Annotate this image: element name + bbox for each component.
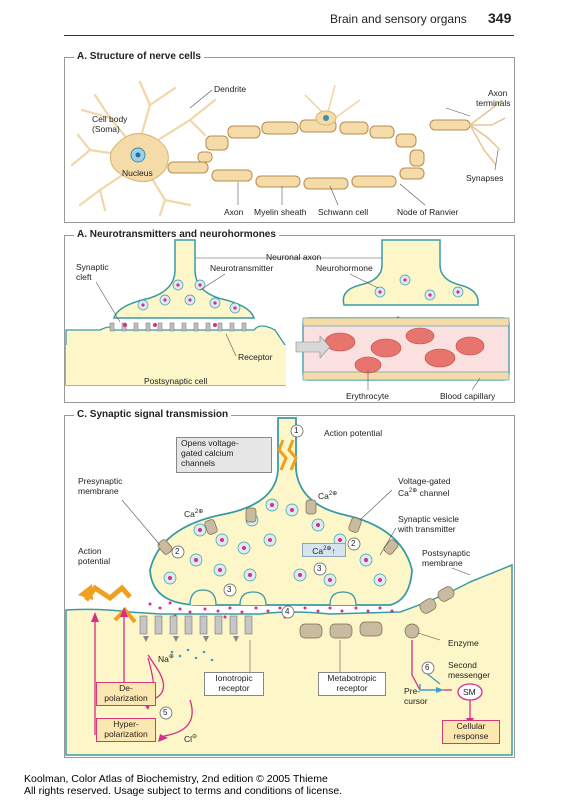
label-cell-body: Cell body bbox=[92, 114, 128, 124]
label-action-potential-left-2: potential bbox=[78, 556, 111, 566]
label-neurohormone: Neurohormone bbox=[316, 263, 373, 273]
label-myelin-sheath: Myelin sheath bbox=[254, 207, 307, 217]
step-6: 6 bbox=[425, 663, 430, 672]
ca-increase-indicator: Ca2⊕↑ bbox=[302, 543, 346, 557]
label-postsynaptic-membrane: Postsynaptic bbox=[422, 548, 471, 558]
label-presynaptic-membrane-2: membrane bbox=[78, 486, 119, 496]
label-action-potential-left: Action bbox=[78, 546, 102, 556]
label-neuronal-axon: Neuronal axon bbox=[266, 252, 322, 262]
label-precursor-2: cursor bbox=[404, 696, 428, 706]
panel-synaptic-transmission bbox=[64, 415, 515, 758]
label-soma: (Soma) bbox=[92, 124, 120, 134]
label-nucleus: Nucleus bbox=[122, 168, 153, 178]
label-second-messenger-2: messenger bbox=[448, 670, 491, 680]
label-synaptic-cleft-2: cleft bbox=[76, 272, 92, 282]
header-rule bbox=[64, 35, 514, 36]
panel-b-title: A. Neurotransmitters and neurohormones bbox=[74, 229, 279, 240]
box-hyperpolarization: Hyper-polarization bbox=[96, 718, 156, 742]
label-receptor: Receptor bbox=[238, 352, 273, 362]
label-ca-channel: Ca2⊕ channel bbox=[398, 487, 450, 498]
step-2-left: 2 bbox=[175, 547, 180, 556]
label-precursor: Pre- bbox=[404, 686, 421, 696]
step-4: 4 bbox=[285, 607, 290, 616]
label-synaptic-vesicle: Synaptic vesicle bbox=[398, 514, 459, 524]
label-ca-mid: Ca2⊕ bbox=[318, 490, 338, 501]
panel-a-title: A. Structure of nerve cells bbox=[74, 51, 204, 62]
label-action-potential-top: Action potential bbox=[324, 428, 383, 438]
label-ca-left: Ca2⊕ bbox=[184, 508, 204, 519]
panel-neurotransmitters bbox=[64, 235, 515, 403]
label-synaptic-vesicle-2: with transmitter bbox=[398, 524, 456, 534]
panel-nerve-structure bbox=[64, 57, 515, 223]
step-3-right: 3 bbox=[317, 564, 322, 573]
step-3-left: 3 bbox=[227, 585, 232, 594]
label-second-messenger: Second bbox=[448, 660, 477, 670]
step-2-right: 2 bbox=[351, 539, 356, 548]
label-chloride-ion: Cl⊖ bbox=[184, 733, 198, 744]
label-sodium-ion: Na⊕ bbox=[158, 653, 174, 664]
label-neurotransmitter: Neurotransmitter bbox=[210, 263, 274, 273]
page-number: 349 bbox=[488, 10, 512, 26]
footer-line-2: All rights reserved. Usage subject to te… bbox=[24, 785, 343, 797]
label-axon-terminals: Axon bbox=[488, 88, 508, 98]
label-enzyme: Enzyme bbox=[448, 638, 479, 648]
step-5: 5 bbox=[163, 708, 168, 717]
running-header: Brain and sensory organs bbox=[330, 12, 467, 26]
step-1: 1 bbox=[294, 426, 299, 435]
label-presynaptic-membrane: Presynaptic bbox=[78, 476, 123, 486]
label-erythrocyte: Erythrocyte bbox=[346, 391, 389, 401]
label-synaptic-cleft: Synaptic bbox=[76, 262, 109, 272]
label-voltage-gated: Voltage-gated bbox=[398, 476, 451, 486]
label-dendrite: Dendrite bbox=[214, 84, 247, 94]
box-depolarization: De-polarization bbox=[96, 682, 156, 706]
panel-c-title: C. Synaptic signal transmission bbox=[74, 409, 232, 420]
label-synapses: Synapses bbox=[466, 173, 504, 183]
label-node-of-ranvier: Node of Ranvier bbox=[397, 207, 459, 217]
copyright-footer: Koolman, Color Atlas of Biochemistry, 2n… bbox=[24, 773, 342, 797]
label-schwann-cell: Schwann cell bbox=[318, 207, 369, 217]
label-blood-capillary: Blood capillary bbox=[440, 391, 496, 401]
footer-line-1: Koolman, Color Atlas of Biochemistry, 2n… bbox=[24, 773, 328, 785]
label-axon: Axon bbox=[224, 207, 244, 217]
label-postsynaptic-cell: Postsynaptic cell bbox=[144, 376, 208, 386]
label-second-messenger-sm: SM bbox=[463, 687, 476, 697]
label-axon-terminals-2: terminals bbox=[476, 98, 511, 108]
label-postsynaptic-membrane-2: membrane bbox=[422, 558, 463, 568]
